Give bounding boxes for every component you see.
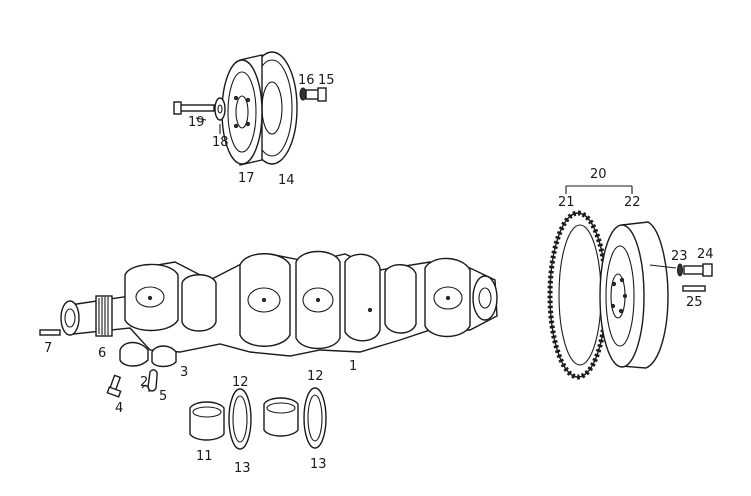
dowel-part-25 [682,285,706,292]
bearing-half-part-3 [119,341,177,368]
bolt-part-15 [305,87,327,102]
callout-21: 21 [558,195,575,210]
bolt-part-19 [173,101,215,115]
callout-25: 25 [686,295,703,310]
key-part-5 [141,369,158,393]
callout-18: 18 [212,135,229,150]
callout-12b: 12 [307,369,324,384]
callout-14: 14 [278,173,295,188]
callout-7: 7 [44,341,52,356]
callout-labels: 1 2 3 4 5 6 7 11 12 12 13 13 14 15 16 17… [44,73,714,476]
crankshaft-part-1 [60,250,498,357]
washer-part-16 [299,87,307,101]
bolt-part-4 [106,374,122,398]
callout-13b: 13 [310,457,327,472]
pulley-inner-part-17 [221,54,263,166]
callout-4: 4 [115,401,123,416]
callout-3: 3 [180,365,188,380]
callout-19: 19 [188,115,205,130]
callout-11: 11 [196,449,213,464]
callout-6: 6 [98,346,106,361]
callout-2: 2 [140,375,148,390]
washer-part-23 [677,263,683,277]
callout-15: 15 [318,73,335,88]
assembly-bracket-20 [565,185,633,194]
ring-gear-part-21 [547,210,609,380]
thrust-washer-part-12 [228,387,327,450]
leader-lines [195,117,677,269]
callout-13a: 13 [234,461,251,476]
callout-22: 22 [624,195,641,210]
callout-5: 5 [159,389,167,404]
callout-24: 24 [697,247,714,262]
callout-23: 23 [671,249,688,264]
main-bearing-shell-part-11 [189,397,299,441]
callout-17: 17 [238,171,255,186]
pulley-assembly [173,51,327,166]
flywheel-part-22 [599,221,669,369]
washer-part-18 [214,97,226,121]
callout-20: 20 [590,167,607,182]
bolt-part-24 [683,263,713,277]
pin-part-7 [39,329,61,336]
callout-16: 16 [298,73,315,88]
callout-12a: 12 [232,375,249,390]
callout-1: 1 [349,359,357,374]
